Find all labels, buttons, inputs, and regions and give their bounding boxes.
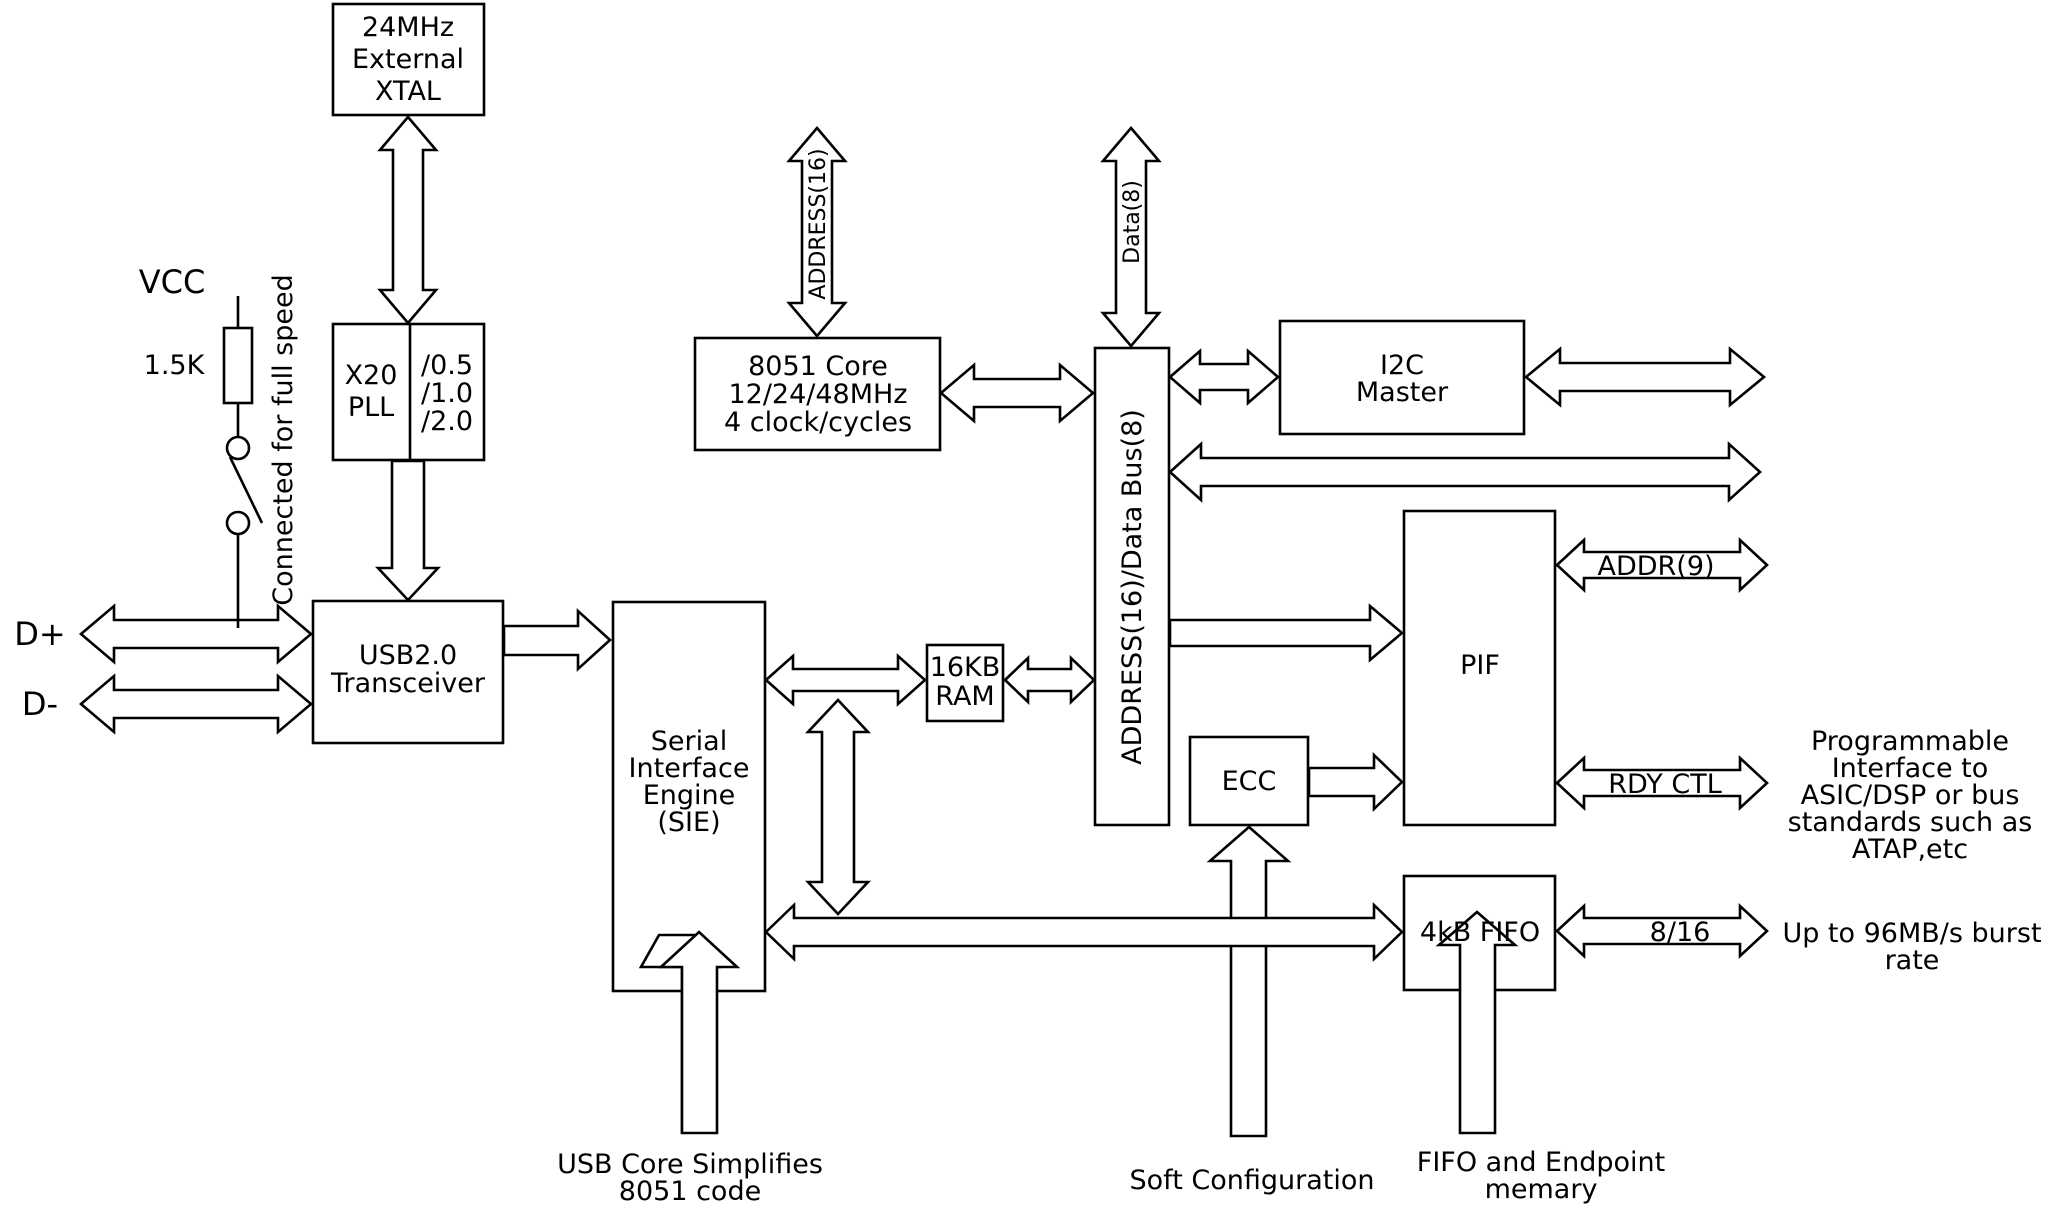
sie-bus-vertical-arrow <box>804 698 872 916</box>
transceiver-line1: USB2.0 <box>359 640 457 671</box>
xtal-line2: External <box>352 44 464 75</box>
sie-line4: (SIE) <box>657 807 720 838</box>
xtal-line3: XTAL <box>375 76 441 107</box>
resistor-label: 1.5K <box>144 350 206 381</box>
bus-i2c-arrow <box>1168 348 1280 406</box>
fifo-label: 4kB FIFO <box>1420 917 1540 948</box>
addr9-arrow <box>1555 537 1769 593</box>
ecc-pif-arrow <box>1307 751 1404 813</box>
i2c-out-arrow <box>1523 346 1767 408</box>
core-line2: 12/24/48MHz <box>728 379 907 410</box>
usb-core-note-line1: USB Core Simplifies <box>557 1149 823 1180</box>
xtal-line1: 24MHz <box>362 12 454 43</box>
address16-arrow <box>786 125 848 339</box>
data8-label: Data(8) <box>1120 180 1145 264</box>
core-bus-arrow <box>938 362 1096 424</box>
ecc-label: ECC <box>1222 766 1277 797</box>
switch-contact-top <box>225 435 251 461</box>
fifo-note-line1: FIFO and Endpoint <box>1417 1147 1665 1178</box>
ecc-box <box>1188 735 1310 827</box>
bus-out-arrow <box>1168 441 1762 503</box>
usb-core-up-arrow <box>657 930 741 1135</box>
switch-note: Connected for full speed <box>268 274 299 605</box>
burst-line1: Up to 96MB/s burst <box>1782 918 2041 949</box>
ram-box <box>925 643 1005 723</box>
main-bus-box <box>1093 346 1171 827</box>
usb-core-note-line2: 8051 code <box>619 1176 761 1207</box>
prog-iface-line2: Interface to <box>1832 753 1989 784</box>
sie-line1: Serial <box>651 726 727 757</box>
dminus-label: D- <box>22 685 58 723</box>
soft-config-label: Soft Configuration <box>1130 1165 1375 1196</box>
ram-bus-arrow <box>1003 654 1096 706</box>
xtal-pll-arrow <box>377 114 439 326</box>
soft-config-up-arrow <box>1206 825 1292 1138</box>
bus-pif-arrow <box>1168 603 1405 663</box>
resistor <box>222 326 254 405</box>
pll-transceiver-arrow <box>374 459 442 602</box>
sie-box <box>611 600 767 993</box>
prog-iface-line4: standards such as <box>1788 807 2033 838</box>
ram-line1: 16KB <box>930 652 1001 683</box>
xtal-box <box>331 2 486 117</box>
main-bus-label: ADDRESS(16)/Data Bus(8) <box>1117 409 1148 765</box>
dplus-label: D+ <box>14 615 65 653</box>
vcc-label: VCC <box>139 263 206 301</box>
pll-label: PLL <box>348 392 394 423</box>
rdyctl-arrow <box>1555 755 1769 811</box>
pll-box <box>331 322 486 462</box>
dminus-arrow <box>78 673 314 735</box>
core-line3: 4 clock/cycles <box>724 407 912 438</box>
pll-div1: /0.5 <box>421 350 473 381</box>
i2c-line2: Master <box>1356 377 1449 408</box>
pif-label: PIF <box>1460 650 1500 681</box>
width816-label: 8/16 <box>1650 917 1711 948</box>
pll-div3: /2.0 <box>421 406 473 437</box>
i2c-box <box>1278 319 1526 436</box>
pif-box <box>1402 509 1557 827</box>
rdyctl-label: RDY CTL <box>1608 769 1722 800</box>
ram-line2: RAM <box>935 681 994 712</box>
switch-contact-bottom <box>225 510 251 536</box>
burst-line2: rate <box>1885 945 1940 976</box>
sie-line2: Interface <box>629 753 750 784</box>
transceiver-sie-arrow <box>502 608 612 672</box>
address16-label: ADDRESS(16) <box>806 148 831 299</box>
sie-fifo-arrow <box>764 901 1404 963</box>
data8-arrow <box>1100 125 1162 349</box>
fifo-note-up-arrow <box>1435 910 1519 1135</box>
pll-x20: X20 <box>345 360 398 391</box>
addr9-label: ADDR(9) <box>1597 551 1714 582</box>
width816-arrow <box>1555 903 1769 959</box>
prog-iface-line3: ASIC/DSP or bus <box>1801 780 2020 811</box>
core-box <box>693 336 942 452</box>
dplus-arrow <box>78 603 314 665</box>
core-line1: 8051 Core <box>748 351 888 382</box>
pll-div2: /1.0 <box>421 378 473 409</box>
sie-ram-arrow <box>764 653 927 707</box>
sie-line3: Engine <box>643 780 736 811</box>
prog-iface-line5: ATAP,etc <box>1852 834 1968 865</box>
prog-iface-line1: Programmable <box>1811 726 2009 757</box>
i2c-line1: I2C <box>1380 350 1424 381</box>
fifo-note-line2: memary <box>1485 1174 1598 1205</box>
switch-blade <box>228 456 264 524</box>
transceiver-line2: Transceiver <box>330 668 486 699</box>
